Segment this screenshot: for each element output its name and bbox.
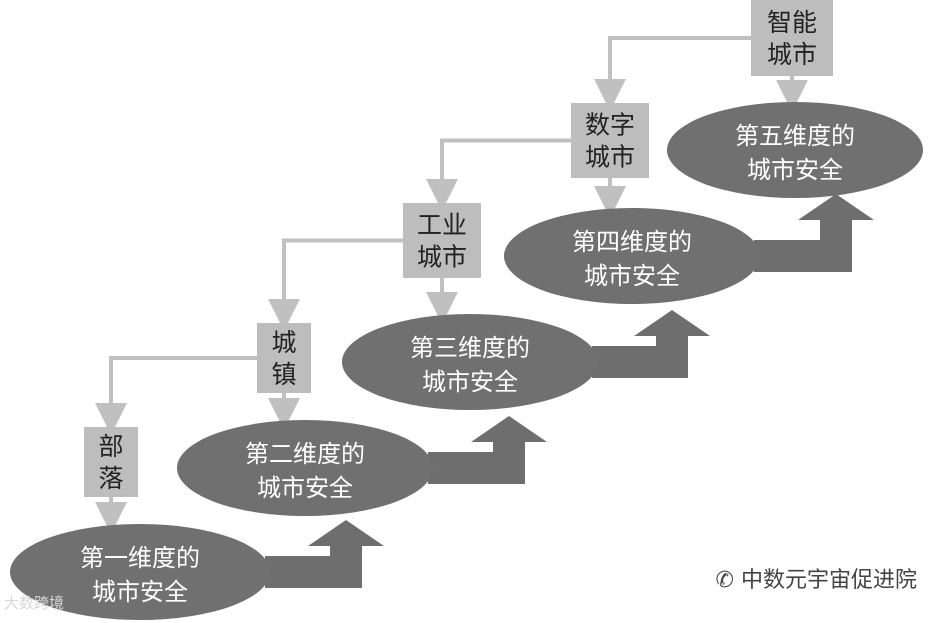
safety-ellipse-3 xyxy=(342,314,598,410)
step-up-arrow-3 xyxy=(592,310,710,378)
step-up-arrow-4 xyxy=(754,194,874,272)
safety-label-3: 第三维度的城市安全 xyxy=(410,334,530,396)
step-up-arrow-1 xyxy=(265,520,384,588)
stage-transition-arrow-4 xyxy=(594,36,751,111)
stage-boxes: 部落 城镇 工业城市 数字城市 智能城市 xyxy=(84,0,833,497)
step-up-arrow-2 xyxy=(428,416,547,484)
safety-ellipse-1 xyxy=(10,524,270,620)
safety-label-4: 第四维度的城市安全 xyxy=(572,228,692,290)
watermark-right: ✆ 中数元宇宙促进院 xyxy=(716,562,917,594)
watermark-right-text: 中数元宇宙促进院 xyxy=(740,568,917,593)
safety-ellipses: 第一维度的城市安全第二维度的城市安全第三维度的城市安全第四维度的城市安全第五维度… xyxy=(10,102,923,620)
stage-box-5 xyxy=(751,0,833,76)
stage-label-3: 工业城市 xyxy=(417,211,467,272)
safety-label-2: 第二维度的城市安全 xyxy=(245,440,365,502)
stage-box-3 xyxy=(403,203,481,278)
wechat-icon: ✆ xyxy=(715,568,741,593)
safety-ellipse-5 xyxy=(667,102,923,198)
stage-transition-arrow-3 xyxy=(426,138,571,211)
stage-transition-arrow-1 xyxy=(95,356,257,435)
staircase-arrows xyxy=(265,194,874,588)
watermark-left: 大数跨境 xyxy=(4,594,65,612)
stage-label-2: 城镇 xyxy=(271,328,296,389)
stage-label-1: 部落 xyxy=(98,432,123,493)
safety-ellipse-4 xyxy=(504,208,760,304)
safety-label-1: 第一维度的城市安全 xyxy=(80,544,200,606)
connector-arrows xyxy=(95,36,808,534)
stage-box-2 xyxy=(257,323,311,393)
stage-box-4 xyxy=(571,103,649,178)
stage-transition-arrow-2 xyxy=(268,238,403,331)
stage-label-5: 智能城市 xyxy=(767,8,817,69)
stage-label-4: 数字城市 xyxy=(585,111,635,172)
stage-box-1 xyxy=(84,427,138,497)
safety-label-5: 第五维度的城市安全 xyxy=(735,122,855,184)
safety-ellipse-2 xyxy=(177,420,433,516)
